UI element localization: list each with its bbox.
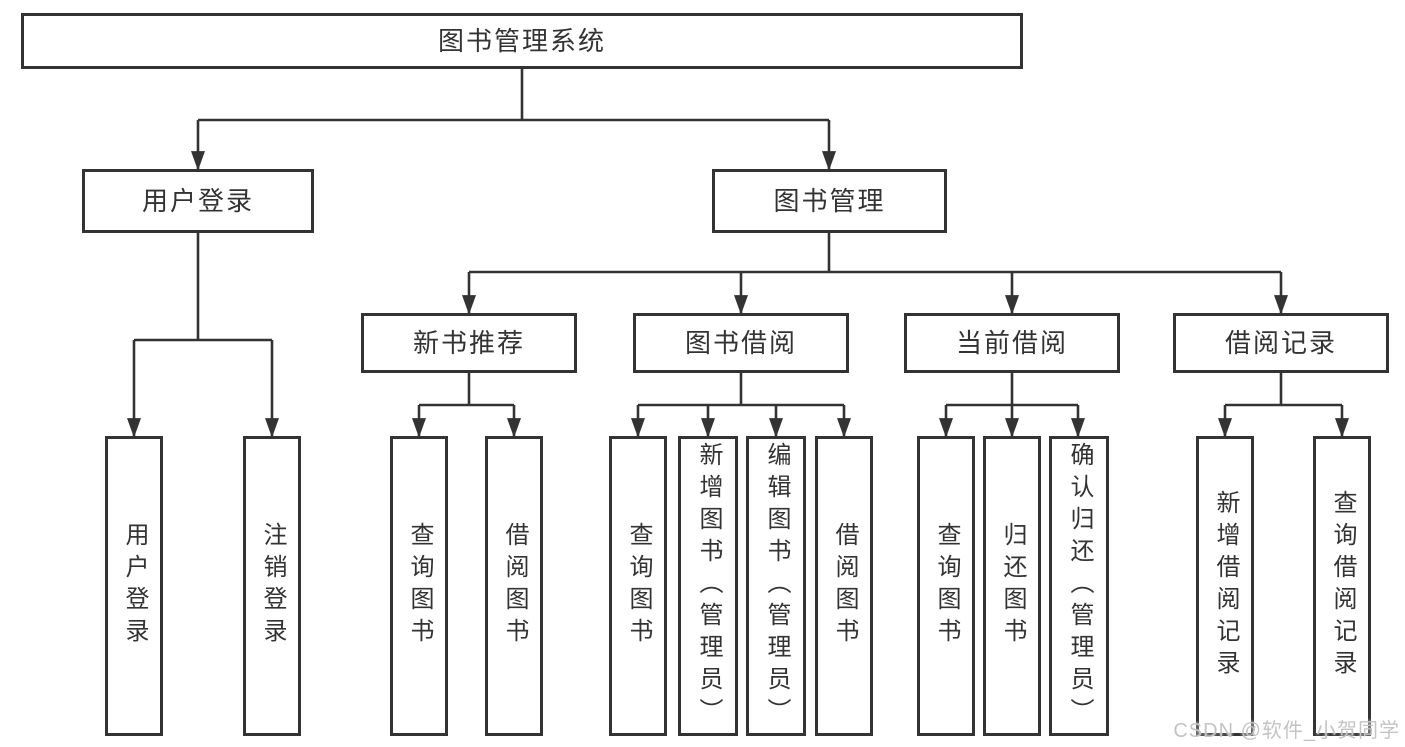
node-leaf-borrow-edit-books-admin: 编辑图书（管理员） bbox=[746, 436, 806, 736]
node-leaf-borrow-borrow-books: 借阅图书 bbox=[815, 436, 873, 736]
node-leaf-user-login: 用户登录 bbox=[105, 436, 163, 736]
node-user-login: 用户登录 bbox=[82, 169, 314, 233]
node-leaf-recommend-borrow-books: 借阅图书 bbox=[485, 436, 543, 736]
node-leaf-current-query-books: 查询图书 bbox=[917, 436, 975, 736]
connector-root-trunk bbox=[198, 69, 829, 122]
node-current-borrow: 当前借阅 bbox=[904, 313, 1120, 373]
node-leaf-current-confirm-return-admin: 确认归还（管理员） bbox=[1049, 436, 1109, 736]
node-leaf-logout: 注销登录 bbox=[243, 436, 301, 736]
watermark: CSDN @软件_小贺同学 bbox=[1173, 720, 1400, 742]
node-book-borrow: 图书借阅 bbox=[633, 313, 849, 373]
connector-user-login-trunk bbox=[134, 233, 272, 342]
node-borrow-records: 借阅记录 bbox=[1173, 313, 1389, 373]
node-leaf-current-return-books: 归还图书 bbox=[983, 436, 1041, 736]
node-leaf-records-add-record: 新增借阅记录 bbox=[1196, 436, 1254, 736]
node-leaf-recommend-query-books: 查询图书 bbox=[390, 436, 448, 736]
node-leaf-borrow-query-books: 查询图书 bbox=[609, 436, 667, 736]
node-book-management: 图书管理 bbox=[712, 169, 947, 233]
connector-book-management-trunk bbox=[469, 233, 1281, 274]
node-leaf-records-query-record: 查询借阅记录 bbox=[1313, 436, 1371, 736]
connector-borrow-trunk bbox=[638, 373, 844, 407]
connector-recommend-trunk bbox=[419, 373, 514, 407]
node-root: 图书管理系统 bbox=[21, 13, 1023, 69]
node-leaf-borrow-add-books-admin: 新增图书（管理员） bbox=[678, 436, 738, 736]
connector-current-trunk bbox=[946, 373, 1078, 407]
connector-records-trunk bbox=[1225, 373, 1342, 407]
node-new-book-recommend: 新书推荐 bbox=[361, 313, 577, 373]
